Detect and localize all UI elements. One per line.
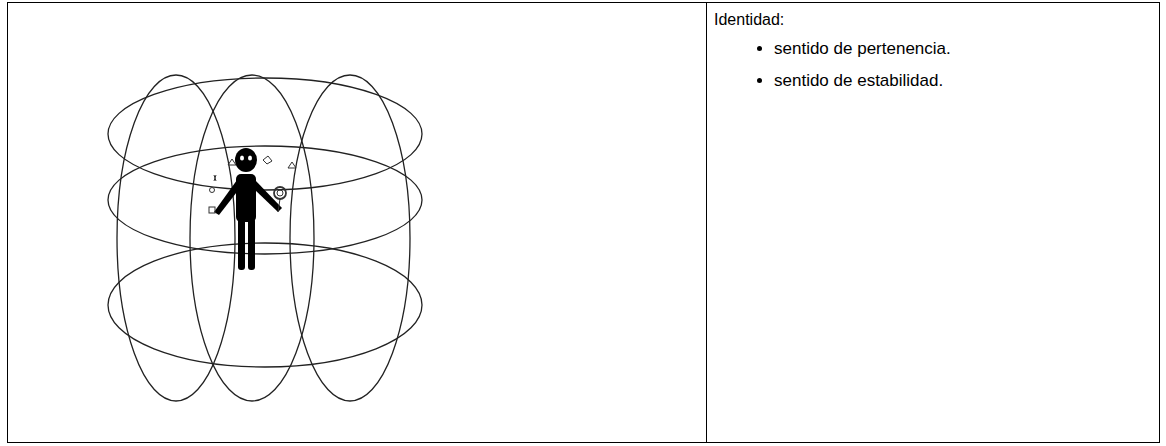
ring xyxy=(108,243,422,367)
text-cell: Identidad:sentido de pertenencia.sentido… xyxy=(708,4,1154,102)
bullet-item: sentido de estabilidad. xyxy=(774,70,1154,92)
ring xyxy=(190,75,314,401)
bullet-list: sentido de pertenencia. sentido de estabi… xyxy=(708,38,1154,92)
bullet-item: sentido de pertenencia. xyxy=(774,38,1154,60)
ring xyxy=(117,75,235,401)
ring xyxy=(108,146,422,254)
table-border xyxy=(8,3,1160,443)
person-figure xyxy=(214,148,282,270)
wire-sphere xyxy=(108,75,422,401)
cell-heading: Identidad: xyxy=(714,10,1154,30)
ring xyxy=(108,78,422,190)
ring xyxy=(290,75,410,401)
small-icons xyxy=(209,156,296,213)
cell-divider xyxy=(706,3,707,443)
